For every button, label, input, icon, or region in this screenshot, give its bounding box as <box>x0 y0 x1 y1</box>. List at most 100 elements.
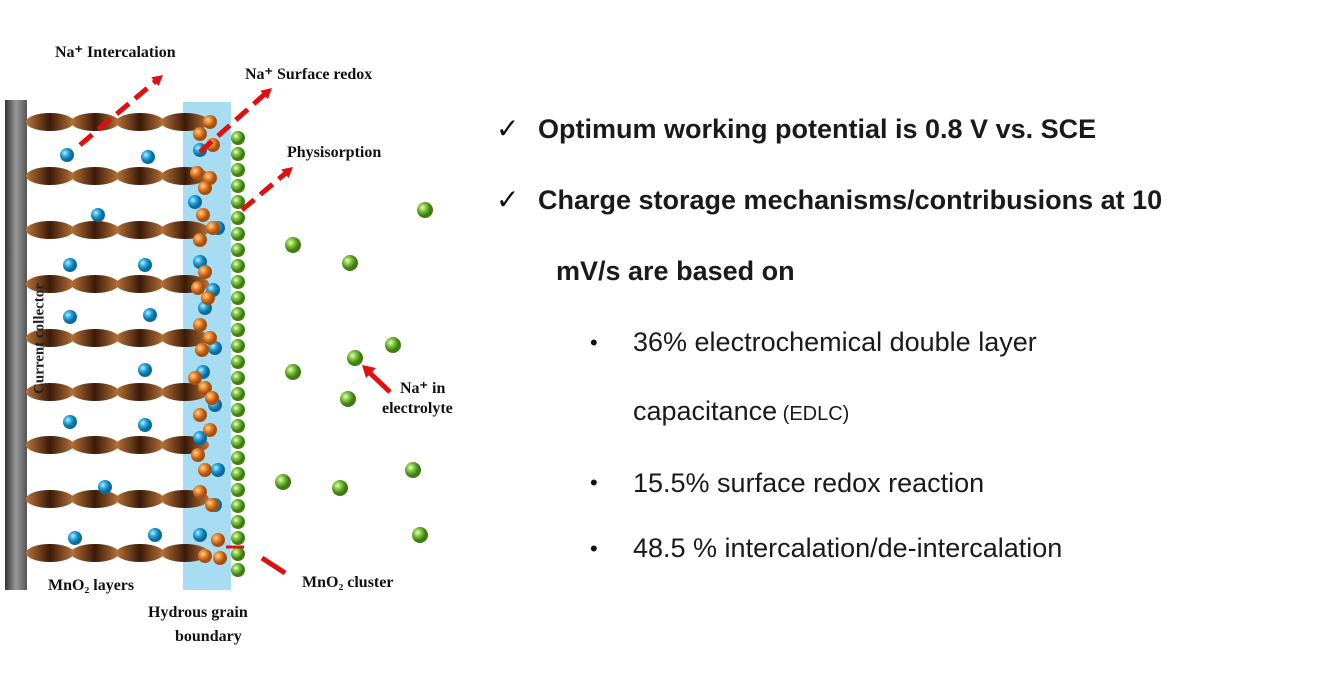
adsorbed-na-ion <box>231 179 245 193</box>
mno2-layer-segment <box>26 544 74 562</box>
mno2-layer-segment <box>116 490 164 508</box>
adsorbed-na-ion <box>231 243 245 257</box>
mno2-layer-segment <box>71 113 119 131</box>
adsorbed-na-ion <box>231 355 245 369</box>
mno2-layer-segment <box>116 275 164 293</box>
mno2-layer-segment <box>161 383 209 401</box>
adsorbed-na-ion <box>231 147 245 161</box>
adsorbed-na-ion <box>231 563 245 577</box>
mno2-cluster <box>203 423 217 437</box>
check-icon: ✓ <box>496 113 520 144</box>
adsorbed-na-ion <box>231 483 245 497</box>
surface-redox-contribution: 15.5% surface redox reaction <box>633 468 985 498</box>
mno2-layer-segment <box>116 221 164 239</box>
intercalated-na-ion <box>193 528 207 542</box>
mno2-cluster <box>198 549 212 563</box>
mno2-cluster-label: MnO₂ cluster <box>302 574 394 591</box>
edlc-abbrev: (EDLC) <box>777 403 850 425</box>
dashed-arrow <box>198 91 268 154</box>
intercalation-label: Na⁺ Intercalation <box>55 44 176 61</box>
adsorbed-na-ion <box>231 275 245 289</box>
mno2-layer-segment <box>116 436 164 454</box>
point-working-potential: Optimum working potential is 0.8 V vs. S… <box>538 114 1097 144</box>
bullet-icon: • <box>590 536 598 561</box>
mno2-layer-segment <box>71 544 119 562</box>
adsorbed-na-ion <box>231 131 245 145</box>
intercalated-na-ion <box>63 310 77 324</box>
electrolyte-na-ion <box>275 474 291 490</box>
mno2-layer-segment <box>26 221 74 239</box>
mno2-layer-segment <box>161 544 209 562</box>
mno2-layers-label: MnO₂ layers <box>48 577 135 594</box>
physisorption-label: Physisorption <box>287 144 382 161</box>
electrolyte-na-ion <box>340 391 356 407</box>
grain-boundary-label-2: boundary <box>175 628 242 645</box>
intercalated-na-ion <box>138 258 152 272</box>
mno2-cluster <box>195 343 209 357</box>
adsorbed-na-ion <box>231 515 245 529</box>
mno2-cluster <box>211 533 225 547</box>
adsorbed-na-ion <box>231 499 245 513</box>
adsorbed-na-ion <box>231 227 245 241</box>
adsorbed-na-ion <box>231 323 245 337</box>
mno2-layer-segment <box>71 275 119 293</box>
na-in-label: Na⁺ in <box>400 380 446 397</box>
mno2-layer-segment <box>116 544 164 562</box>
adsorbed-na-ion <box>231 291 245 305</box>
capacitance-text: capacitance <box>633 396 778 426</box>
adsorbed-na-ion <box>231 387 245 401</box>
intercalated-na-ion <box>98 480 112 494</box>
adsorbed-na-ion <box>231 435 245 449</box>
electrolyte-na-ion <box>385 337 401 353</box>
adsorbed-na-ion <box>231 419 245 433</box>
edlc-contribution: 36% electrochemical double layer <box>633 327 1037 357</box>
adsorbed-na-ion <box>231 195 245 209</box>
arrow-head-icon <box>362 365 376 378</box>
electrolyte-label: electrolyte <box>382 400 453 417</box>
adsorbed-na-ion <box>231 163 245 177</box>
mno2-cluster <box>201 291 215 305</box>
mno2-layer-segment <box>161 329 209 347</box>
mno2-cluster <box>188 371 202 385</box>
mno2-cluster <box>198 463 212 477</box>
adsorbed-na-ion <box>231 339 245 353</box>
mno2-layer-segment <box>71 490 119 508</box>
mno2-layer-segment <box>26 436 74 454</box>
grain-boundary-label-1: Hydrous grain <box>148 604 248 621</box>
adsorbed-na-ion <box>231 403 245 417</box>
point-mechanisms-cont: mV/s are based on <box>556 256 795 286</box>
mno2-cluster <box>193 127 207 141</box>
intercalated-na-ion <box>138 363 152 377</box>
electrolyte-na-ion <box>342 255 358 271</box>
mno2-cluster <box>190 166 204 180</box>
adsorbed-na-ion <box>231 547 245 561</box>
intercalated-na-ion <box>143 308 157 322</box>
mno2-cluster <box>196 208 210 222</box>
charge-storage-diagram <box>5 75 433 590</box>
mno2-layer-segment <box>161 113 209 131</box>
mno2-cluster <box>205 391 219 405</box>
arrow-head-icon <box>151 75 163 87</box>
dashed-arrow <box>240 170 289 212</box>
electrolyte-na-ion <box>332 480 348 496</box>
mno2-cluster <box>203 331 217 345</box>
mno2-layer-segment <box>71 167 119 185</box>
electrolyte-na-ion <box>405 462 421 478</box>
mno2-cluster <box>205 498 219 512</box>
electrolyte-na-ion <box>285 237 301 253</box>
mno2-cluster-pointer <box>260 555 287 576</box>
mno2-cluster <box>191 281 205 295</box>
mno2-layer-segment <box>116 113 164 131</box>
mno2-cluster <box>198 181 212 195</box>
adsorbed-na-ion <box>231 531 245 545</box>
mno2-cluster <box>198 265 212 279</box>
mno2-layer-segment <box>116 167 164 185</box>
intercalated-na-ion <box>68 531 82 545</box>
mno2-layer-segment <box>71 221 119 239</box>
mno2-cluster <box>193 408 207 422</box>
mno2-layer-segment <box>26 329 74 347</box>
adsorbed-na-ion <box>231 467 245 481</box>
mno2-layer-segment <box>71 383 119 401</box>
electrolyte-na-ion <box>347 350 363 366</box>
intercalated-na-ion <box>63 258 77 272</box>
